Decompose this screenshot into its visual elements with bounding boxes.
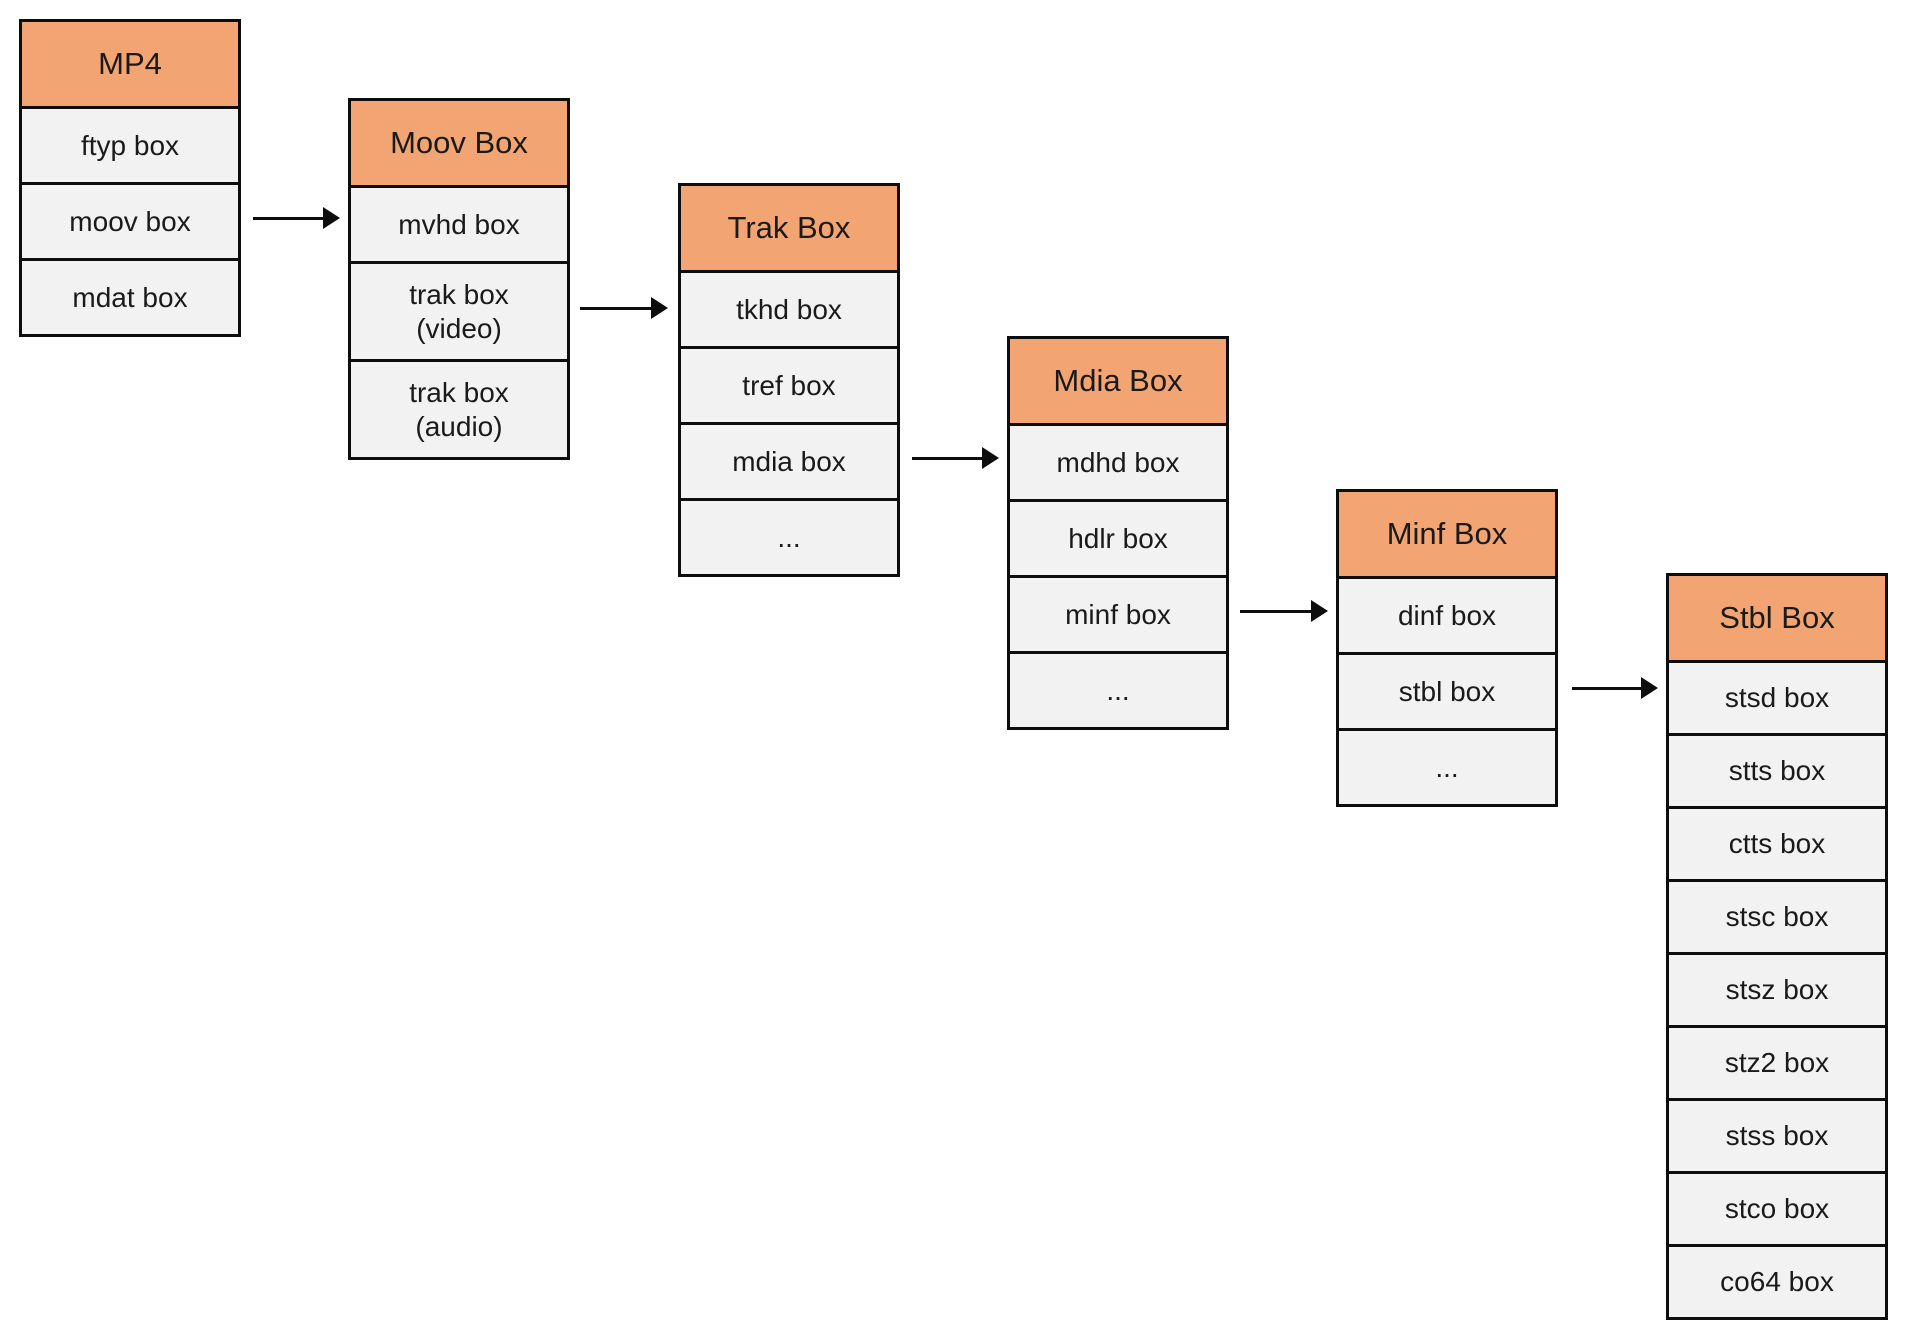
table-row-tref: tref box [681, 346, 897, 422]
arrow-shaft [580, 306, 655, 310]
table-row-stbl: stbl box [1339, 652, 1555, 728]
table-row-line: (audio) [415, 410, 503, 442]
table-moov-box-header: Moov Box [351, 101, 567, 185]
table-row-line: trak box [409, 376, 509, 408]
arrow-shaft [1572, 686, 1645, 690]
arrow-head-icon [1641, 677, 1658, 699]
table-row-line: trak box [409, 278, 509, 310]
table-row-stsz: stsz box [1669, 952, 1885, 1025]
table-row-trak-video: trak box (video) [351, 261, 567, 359]
arrow-shaft [1240, 609, 1315, 613]
table-row-co64: co64 box [1669, 1244, 1885, 1317]
arrow-shaft [253, 216, 327, 220]
arrow-trakvideo-to-trakbox [580, 297, 668, 319]
table-row-ellipsis: ... [1339, 728, 1555, 804]
table-row-minf: minf box [1010, 575, 1226, 651]
arrow-mdia-to-mdiabox [912, 447, 999, 469]
arrow-head-icon [982, 447, 999, 469]
table-row-stsd: stsd box [1669, 660, 1885, 733]
arrow-head-icon [1311, 600, 1328, 622]
table-trak-box: Trak Box tkhd box tref box mdia box ... [678, 183, 900, 577]
table-row-mvhd: mvhd box [351, 185, 567, 261]
table-row-stz2: stz2 box [1669, 1025, 1885, 1098]
arrow-stbl-to-stblbox [1572, 677, 1658, 699]
table-row-ftyp: ftyp box [22, 106, 238, 182]
table-row-hdlr: hdlr box [1010, 499, 1226, 575]
table-row-trak-audio: trak box (audio) [351, 359, 567, 457]
arrow-minf-to-minfbox [1240, 600, 1328, 622]
table-row-stts: stts box [1669, 733, 1885, 806]
table-trak-box-header: Trak Box [681, 186, 897, 270]
table-mdia-box-header: Mdia Box [1010, 339, 1226, 423]
table-row-stss: stss box [1669, 1098, 1885, 1171]
table-row-mdhd: mdhd box [1010, 423, 1226, 499]
table-row-line: (video) [416, 312, 502, 344]
table-row-ellipsis: ... [681, 498, 897, 574]
table-stbl-box-header: Stbl Box [1669, 576, 1885, 660]
table-mp4: MP4 ftyp box moov box mdat box [19, 19, 241, 337]
table-minf-box: Minf Box dinf box stbl box ... [1336, 489, 1558, 807]
table-row-mdat: mdat box [22, 258, 238, 334]
arrow-shaft [912, 456, 986, 460]
table-mdia-box: Mdia Box mdhd box hdlr box minf box ... [1007, 336, 1229, 730]
table-row-ctts: ctts box [1669, 806, 1885, 879]
table-row-mdia: mdia box [681, 422, 897, 498]
table-moov-box: Moov Box mvhd box trak box (video) trak … [348, 98, 570, 460]
table-stbl-box: Stbl Box stsd box stts box ctts box stsc… [1666, 573, 1888, 1320]
table-row-moov: moov box [22, 182, 238, 258]
table-row-stsc: stsc box [1669, 879, 1885, 952]
table-row-dinf: dinf box [1339, 576, 1555, 652]
arrow-head-icon [323, 207, 340, 229]
table-row-stco: stco box [1669, 1171, 1885, 1244]
arrow-moov-to-moovbox [253, 207, 340, 229]
table-mp4-header: MP4 [22, 22, 238, 106]
arrow-head-icon [651, 297, 668, 319]
table-minf-box-header: Minf Box [1339, 492, 1555, 576]
table-row-ellipsis: ... [1010, 651, 1226, 727]
table-row-tkhd: tkhd box [681, 270, 897, 346]
